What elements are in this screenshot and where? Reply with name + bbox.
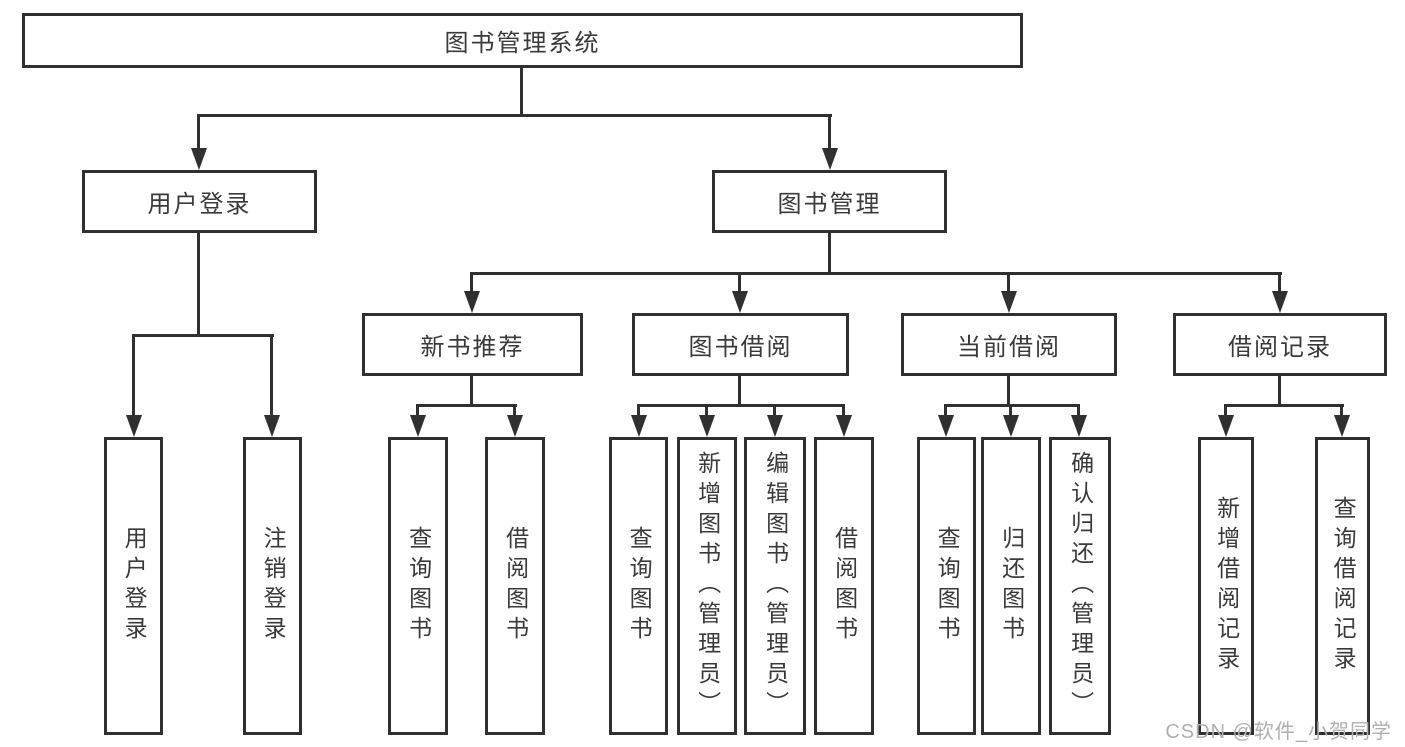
leaf-borrow-books-recommend: 借阅图书 (485, 437, 545, 735)
connector-line (828, 114, 831, 152)
leaf-query-books-current: 查询图书 (917, 437, 976, 735)
node-book-borrowing-label: 图书借阅 (688, 334, 793, 361)
watermark-text: CSDN @软件_小贺同学 (1165, 721, 1392, 743)
arrow-down-icon (732, 291, 748, 313)
connector-line (773, 404, 776, 417)
connector-line (1224, 404, 1344, 407)
connector-line (470, 272, 1282, 275)
connector-line (520, 66, 523, 115)
arrow-down-icon (631, 415, 647, 437)
connector-line (944, 404, 947, 417)
leaf-borrow-books-borrowing-label: 借阅图书 (831, 526, 858, 646)
connector-line (133, 334, 274, 337)
connector-line (1007, 374, 1010, 407)
connector-line (1009, 404, 1012, 417)
node-new-book-recommendation-label: 新书推荐 (420, 334, 525, 361)
connector-line (738, 374, 741, 407)
node-book-borrowing: 图书借阅 (632, 313, 849, 376)
node-current-borrowing: 当前借阅 (901, 313, 1117, 376)
connector-line (197, 231, 200, 337)
leaf-query-books-recommend-label: 查询图书 (405, 526, 432, 646)
arrow-down-icon (699, 415, 715, 437)
connector-line (513, 404, 516, 417)
arrow-down-icon (1001, 291, 1017, 313)
leaf-return-books: 归还图书 (981, 437, 1041, 735)
leaf-confirm-return-admin-label: 确认归还（管理员） (1067, 451, 1094, 721)
leaf-query-borrow-record: 查询借阅记录 (1315, 437, 1370, 735)
arrow-down-icon (264, 415, 280, 437)
connector-line (197, 114, 200, 152)
leaf-user-login: 用户登录 (104, 437, 163, 735)
connector-line (1340, 404, 1343, 417)
leaf-edit-book-admin: 编辑图书（管理员） (744, 437, 806, 735)
leaf-add-book-admin: 新增图书（管理员） (677, 437, 737, 735)
connector-line (470, 374, 473, 407)
connector-line (637, 404, 845, 407)
leaf-query-borrow-record-label: 查询借阅记录 (1330, 496, 1357, 676)
connector-line (1007, 272, 1010, 293)
leaf-user-login-label: 用户登录 (121, 526, 148, 646)
arrow-down-icon (1334, 415, 1350, 437)
node-root-label: 图书管理系统 (444, 30, 601, 57)
arrow-down-icon (191, 148, 207, 170)
node-user-login-label: 用户登录 (147, 191, 252, 218)
connector-line (1278, 272, 1281, 293)
leaf-logout-label: 注销登录 (260, 526, 287, 646)
connector-line (416, 404, 419, 417)
leaf-query-books-borrowing: 查询图书 (609, 437, 668, 735)
node-current-borrowing-label: 当前借阅 (957, 334, 1061, 361)
leaf-logout: 注销登录 (243, 437, 302, 735)
leaf-add-borrow-record: 新增借阅记录 (1198, 437, 1254, 735)
leaf-query-books-borrowing-label: 查询图书 (626, 526, 653, 646)
connector-line (1278, 374, 1281, 407)
arrow-down-icon (1272, 291, 1288, 313)
arrow-down-icon (410, 415, 426, 437)
arrow-down-icon (1071, 415, 1087, 437)
connector-line (198, 114, 832, 117)
arrow-down-icon (126, 415, 142, 437)
arrow-down-icon (1218, 415, 1234, 437)
connector-line (828, 231, 831, 275)
leaf-query-books-current-label: 查询图书 (934, 526, 961, 646)
node-root: 图书管理系统 (22, 13, 1023, 68)
leaf-add-borrow-record-label: 新增借阅记录 (1213, 496, 1240, 676)
connector-line (944, 404, 1080, 407)
arrow-down-icon (822, 148, 838, 170)
leaf-confirm-return-admin: 确认归还（管理员） (1049, 437, 1111, 735)
arrow-down-icon (1003, 415, 1019, 437)
arrow-down-icon (836, 415, 852, 437)
node-borrowing-records: 借阅记录 (1173, 313, 1387, 376)
connector-line (417, 404, 517, 407)
connector-line (470, 272, 473, 293)
leaf-edit-book-admin-label: 编辑图书（管理员） (762, 451, 789, 721)
leaf-query-books-recommend: 查询图书 (388, 437, 448, 735)
connector-line (1224, 404, 1227, 417)
leaf-return-books-label: 归还图书 (998, 526, 1025, 646)
connector-line (1077, 404, 1080, 417)
arrow-down-icon (767, 415, 783, 437)
arrow-down-icon (464, 291, 480, 313)
connector-line (705, 404, 708, 417)
connector-line (637, 404, 640, 417)
leaf-borrow-books-borrowing: 借阅图书 (814, 437, 874, 735)
node-book-management-label: 图书管理 (777, 191, 882, 218)
arrow-down-icon (507, 415, 523, 437)
leaf-borrow-books-recommend-label: 借阅图书 (502, 526, 529, 646)
connector-line (270, 334, 273, 417)
node-borrowing-records-label: 借阅记录 (1228, 334, 1332, 361)
connector-line (738, 272, 741, 293)
connector-line (132, 334, 135, 417)
connector-line (842, 404, 845, 417)
node-user-login: 用户登录 (82, 170, 317, 233)
node-new-book-recommendation: 新书推荐 (362, 313, 583, 376)
leaf-add-book-admin-label: 新增图书（管理员） (694, 451, 721, 721)
arrow-down-icon (938, 415, 954, 437)
node-book-management: 图书管理 (712, 170, 947, 233)
